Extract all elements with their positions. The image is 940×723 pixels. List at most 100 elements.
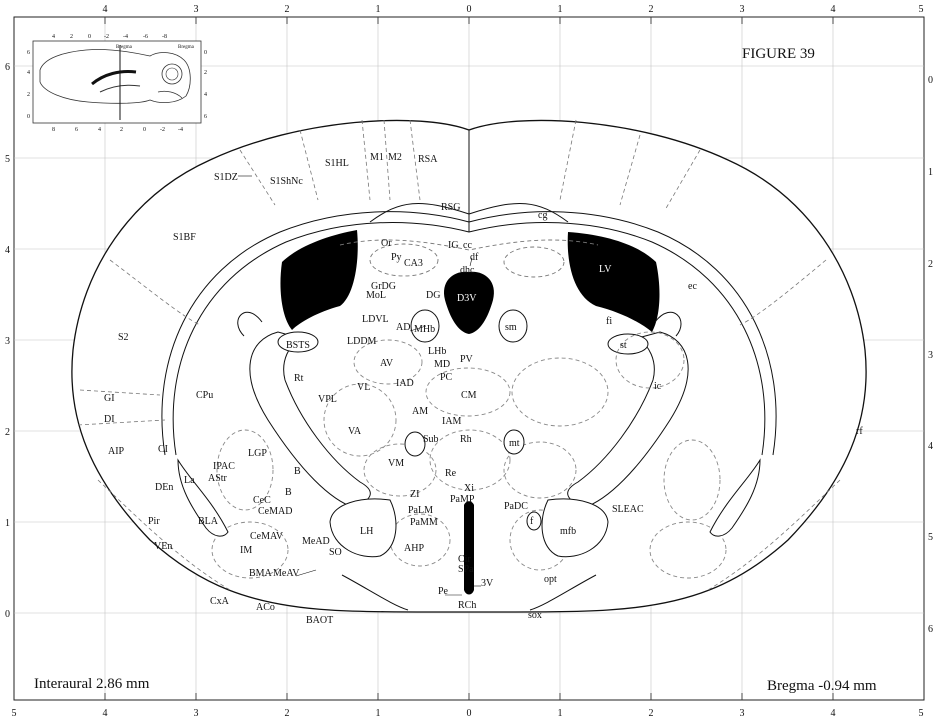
label-opt: opt [544,574,557,585]
label-pir: Pir [148,516,160,527]
bottom-tick: 4 [831,708,836,719]
label-sleac: SLEAC [612,504,644,515]
label-d3v: D3V [457,293,477,304]
inset-top-tick: 2 [70,34,73,40]
top-tick: 0 [467,4,472,15]
label-cxa: CxA [210,596,230,607]
label-vpl: VPL [318,394,337,405]
label-or: Or [381,238,392,249]
left-tick: 4 [5,245,10,256]
label-cc: cc [463,240,472,251]
top-tick: 1 [376,4,381,15]
left-tick: 1 [5,518,10,529]
inset-sagittal: Bregma Bregma 4 2 0 -2 -4 -6 -8 8 6 4 2 … [27,34,207,133]
label-vm: VM [388,458,404,469]
inset-bottom-tick: -2 [160,127,165,133]
inset-right-tick: 6 [204,114,207,120]
label-sm: sm [505,322,517,333]
label-rt: Rt [294,373,304,384]
mammillothalamic-tract [503,429,525,455]
top-tick: 5 [919,4,924,15]
inset-top-tick: -8 [162,34,167,40]
fornix [526,511,542,531]
label-so: SO [329,547,342,558]
label-gi: GI [104,393,115,404]
figure-label: FIGURE 39 [742,46,815,62]
label-ec: ec [688,281,697,292]
label-padc: PaDC [504,501,528,512]
label-m1: M1 [370,152,384,163]
bottom-tick: 5 [12,708,17,719]
inset-bottom-tick: 2 [120,127,123,133]
label-sub: Sub [423,434,439,445]
label-cemav: CeMAV [250,531,284,542]
third-ventricle [464,501,474,595]
label-ipac: IPAC [213,461,235,472]
inset-top-tick: -6 [143,34,148,40]
label-st: st [620,340,627,351]
inset-left-tick: 0 [27,114,30,120]
label-cec: CeC [253,495,271,506]
label-xi: Xi [464,483,474,494]
label-ca3: CA3 [404,258,423,269]
label-s1shnc: S1ShNc [270,176,303,187]
label-lh: LH [360,526,373,537]
top-axis: 4 3 2 1 0 1 2 3 4 5 [103,4,924,15]
label-cg: cg [538,210,547,221]
bottom-tick: 2 [285,708,290,719]
label-mead: MeAD [302,536,330,547]
label-rsa: RSA [418,154,438,165]
label-pv: PV [460,354,474,365]
label-fi: fi [606,316,612,327]
label-spa: SPa [458,564,474,575]
label-sox: sox [528,610,542,621]
label-ven: VEn [154,541,172,552]
label-bma: BMA [249,568,273,579]
optic-tract-right [529,574,597,611]
inset-left-tick: 2 [27,92,30,98]
label-cpu: CPu [196,390,213,401]
fimbria [654,311,682,337]
label-b-upper: B [294,466,301,477]
top-tick: 3 [194,4,199,15]
left-tick: 2 [5,427,10,438]
left-tick: 3 [5,336,10,347]
label-lv: LV [599,264,612,275]
label-pamp: PaMP [450,494,475,505]
dorsal-third-ventricle [444,271,494,334]
fimbria-left [237,311,263,337]
inset-bottom-tick: 4 [98,127,101,133]
label-la: La [184,475,195,486]
label-iam: IAM [442,416,462,427]
label-m2: M2 [388,152,402,163]
label-rf: rf [856,426,863,437]
top-tick: 3 [740,4,745,15]
label-s1hl: S1HL [325,158,349,169]
ca3-region [369,243,439,277]
hippocampal-boundary [339,239,599,251]
left-tick: 5 [5,154,10,165]
label-ic: ic [654,381,662,392]
top-tick: 1 [558,4,563,15]
label-zi: ZI [410,489,419,500]
label-s1dz: S1DZ [214,172,238,183]
inset-bottom-tick: 8 [52,127,55,133]
top-tick: 2 [285,4,290,15]
label-ad: AD [396,322,410,333]
label-astr: AStr [208,473,228,484]
inset-bregma-tag: Bregma [178,45,195,50]
lateral-hypothalamus [329,498,397,558]
label-meav: MeAV [273,568,300,579]
inset-top-tick: -4 [123,34,128,40]
label-f: f [530,516,534,527]
label-bla: BLA [198,516,219,527]
inset-bottom-tick: 0 [143,127,146,133]
external-capsule-inner [172,222,766,456]
inset-right-tick: 0 [204,50,207,56]
bottom-tick: 1 [376,708,381,719]
bsts-region [277,331,319,353]
label-ci: CI [158,444,168,455]
label-pe: Pe [438,586,449,597]
cortical-boundaries [77,119,841,591]
label-cemad: CeMAD [258,506,292,517]
